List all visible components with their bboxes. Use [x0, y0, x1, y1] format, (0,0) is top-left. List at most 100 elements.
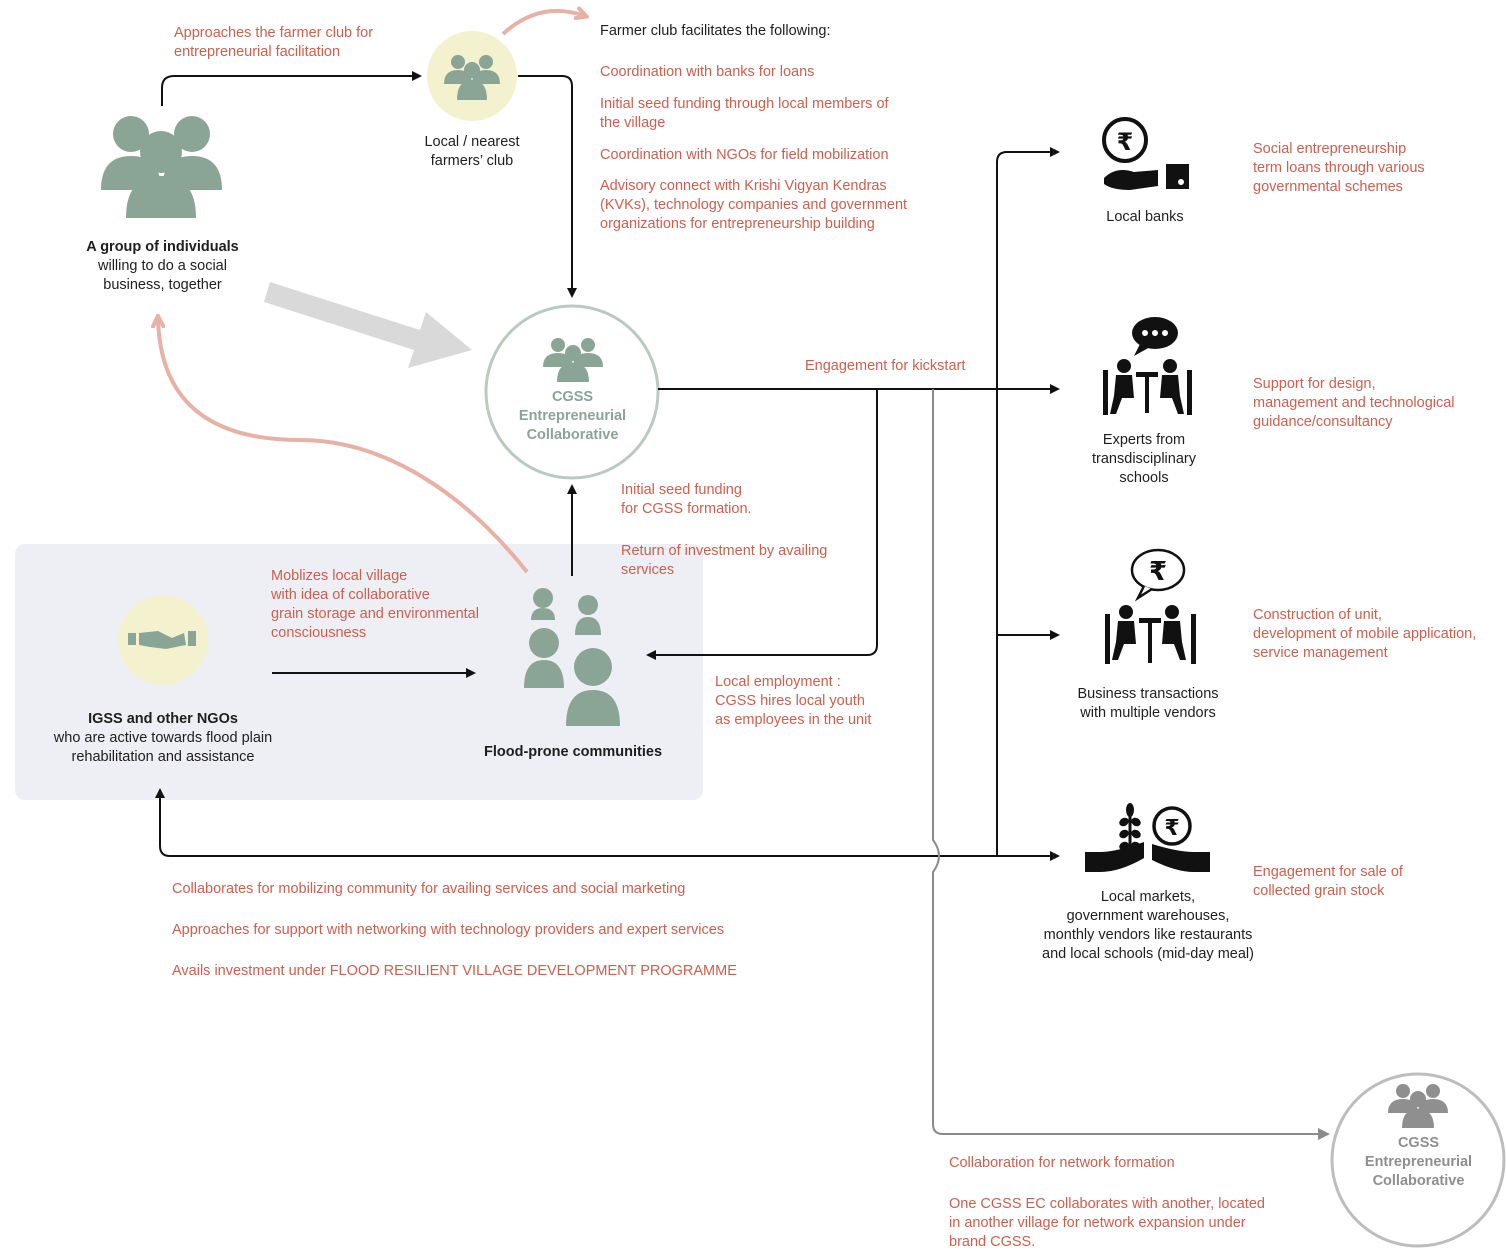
- seed-funding-line: for CGSS formation.: [621, 500, 752, 517]
- cgss-people-icon: [543, 338, 603, 382]
- network-desc: One CGSS EC collaborates with another, l…: [949, 1195, 1265, 1252]
- experts-desc-line: management and technological: [1253, 394, 1455, 411]
- arrow-to-igss: [155, 788, 1058, 857]
- experts-label: Experts from transdisciplinary schools: [1073, 431, 1215, 488]
- cgss-second-people-icon: [1388, 1084, 1448, 1128]
- grain-and-rupee-hands-icon: ₹: [1085, 803, 1210, 872]
- local-banks-label: Local banks: [1075, 208, 1215, 227]
- cgss-second-line: Entrepreneurial: [1364, 1153, 1473, 1170]
- arrow-group-to-club: [161, 71, 422, 106]
- farmers-club-label-line: farmers’ club: [430, 152, 514, 169]
- network-desc-line: One CGSS EC collaborates with another, l…: [949, 1196, 1265, 1212]
- markets-label-line: and local schools (mid-day meal): [1042, 945, 1254, 962]
- experts-desc-line: Support for design,: [1253, 376, 1376, 392]
- local-employment-line: CGSS hires local youth: [715, 692, 865, 709]
- group-of-people-icon: [101, 116, 222, 218]
- facilitates-item: Coordination with banks for loans: [600, 64, 815, 80]
- approach-label: Approaches the farmer club for entrepren…: [174, 24, 373, 62]
- markets-label-line: Local markets,: [1100, 889, 1196, 905]
- flood-label: Flood-prone communities: [483, 744, 663, 760]
- experts-label-line: Experts from: [1102, 432, 1186, 448]
- facilitates-item: Advisory connect with Krishi Vigyan Kend…: [600, 178, 908, 233]
- business-label: Business transactions with multiple vend…: [1058, 685, 1238, 723]
- network-desc-line: brand CGSS.: [949, 1233, 1036, 1250]
- local-banks-desc-line: governmental schemes: [1253, 178, 1403, 195]
- bottom-note: Approaches for support with networking w…: [172, 921, 725, 938]
- local-employment-label: Local employment : CGSS hires local yout…: [715, 673, 871, 730]
- group-title: A group of individuals: [86, 239, 239, 255]
- local-employment-line: Local employment :: [715, 674, 841, 690]
- bottom-notes: Collaborates for mobilizing community fo…: [172, 880, 812, 994]
- seed-funding-line: Initial seed funding: [621, 482, 742, 498]
- markets-label: Local markets, government warehouses, mo…: [1028, 888, 1268, 963]
- cgss-main-line: CGSS: [551, 389, 594, 405]
- people-group-icon: [444, 55, 500, 100]
- group-desc-line: willing to do a social: [98, 257, 227, 274]
- business-label-line: with multiple vendors: [1080, 704, 1216, 721]
- cgss-main-line: Entrepreneurial: [518, 407, 627, 424]
- arrow-network: [932, 389, 1330, 1140]
- handshake-icon: [128, 631, 196, 649]
- facilitates-list: Coordination with banks for loans Initia…: [600, 63, 940, 247]
- business-desc-line: service management: [1253, 644, 1388, 661]
- experts-desc: Support for design, management and techn…: [1253, 375, 1455, 432]
- local-banks-desc-line: Social entrepreneurship: [1253, 141, 1407, 157]
- arrow-to-banks: [996, 147, 1060, 856]
- seed-funding-label: Initial seed funding for CGSS formation.…: [621, 481, 827, 579]
- pink-arrow-flood-to-group: [158, 318, 529, 574]
- mobilize-line: Moblizes local village: [271, 568, 408, 584]
- markets-label-line: government warehouses,: [1066, 907, 1230, 924]
- cgss-main-circle: [484, 304, 660, 480]
- mobilize-line: with idea of collaborative: [271, 586, 430, 603]
- business-desc-line: development of mobile application,: [1253, 625, 1477, 642]
- cgss-main-line: Collaborative: [526, 426, 619, 443]
- svg-text:₹: ₹: [1117, 128, 1134, 156]
- meeting-conversation-icon: [1103, 317, 1192, 415]
- local-employment-line: as employees in the unit: [715, 711, 872, 728]
- arrow-club-to-cgss: [518, 75, 577, 298]
- flood-community-icon: [524, 588, 620, 726]
- approach-label-line: entrepreneurial facilitation: [174, 43, 341, 60]
- cgss-second-circle: [1330, 1072, 1506, 1248]
- svg-text:₹: ₹: [1164, 816, 1179, 841]
- facilitates-item: Coordination with NGOs for field mobiliz…: [600, 146, 889, 163]
- cgss-main-label: CGSS Entrepreneurial Collaborative: [500, 388, 645, 445]
- bottom-note: Collaborates for mobilizing community fo…: [172, 881, 686, 897]
- network-label: Collaboration for network formation: [949, 1155, 1175, 1171]
- markets-desc: Engagement for sale of collected grain s…: [1253, 863, 1403, 901]
- roi-line: Return of investment by availing: [621, 542, 828, 559]
- rupee-meeting-icon: ₹: [1105, 548, 1196, 664]
- roi-line: services: [621, 561, 675, 578]
- mobilize-line: grain storage and environmental: [271, 605, 479, 622]
- business-label-line: Business transactions: [1077, 686, 1219, 702]
- experts-label-line: transdisciplinary: [1092, 450, 1196, 467]
- cgss-second-line: CGSS: [1397, 1135, 1440, 1151]
- mobilize-line: consciousness: [271, 624, 367, 641]
- local-banks-desc-line: term loans through various: [1253, 159, 1425, 176]
- arrow-employment: [646, 389, 878, 660]
- local-banks-label-line: Local banks: [1106, 209, 1184, 225]
- business-desc-line: Construction of unit,: [1253, 607, 1382, 623]
- markets-desc-line: Engagement for sale of: [1253, 864, 1403, 880]
- farmers-club-label: Local / nearest farmers’ club: [402, 133, 542, 171]
- mobilize-label: Moblizes local village with idea of coll…: [271, 567, 479, 642]
- igss-desc-line: who are active towards flood plain: [53, 729, 273, 746]
- markets-label-line: monthly vendors like restaurants: [1043, 926, 1253, 943]
- igss-title: IGSS and other NGOs: [88, 711, 238, 727]
- facilitates-heading: Farmer club facilitates the following:: [600, 23, 831, 39]
- business-desc: Construction of unit, development of mob…: [1253, 606, 1476, 663]
- gray-block-arrow: [264, 282, 472, 368]
- network-desc-line: in another village for network expansion…: [949, 1214, 1246, 1231]
- farmers-club-label-line: Local / nearest: [424, 134, 520, 150]
- experts-label-line: schools: [1119, 469, 1169, 486]
- igss-desc-line: rehabilitation and assistance: [71, 748, 255, 765]
- igss-label: IGSS and other NGOs who are active towar…: [32, 710, 294, 767]
- rupee-hand-bank-icon: ₹: [1102, 117, 1189, 190]
- facilitates-item: Initial seed funding through local membe…: [600, 95, 889, 131]
- markets-desc-line: collected grain stock: [1253, 882, 1385, 899]
- engagement-label: Engagement for kickstart: [805, 358, 966, 374]
- cgss-second-line: Collaborative: [1372, 1172, 1465, 1189]
- local-banks-desc: Social entrepreneurship term loans throu…: [1253, 140, 1425, 197]
- experts-desc-line: guidance/consultancy: [1253, 413, 1393, 430]
